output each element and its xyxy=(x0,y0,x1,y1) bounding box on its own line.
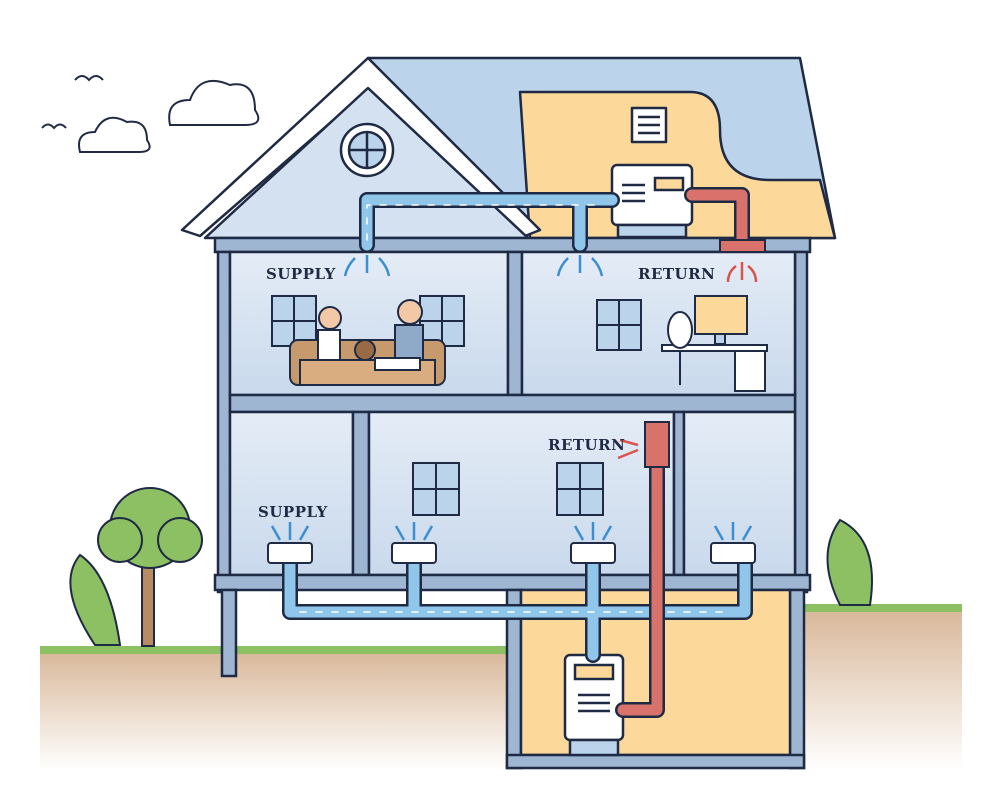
supply-ducts xyxy=(282,192,753,663)
return-airflow-arrows xyxy=(617,262,758,460)
round-attic-window xyxy=(339,122,395,178)
upper-supply-label: SUPPLY xyxy=(266,265,336,283)
sofa-with-family xyxy=(289,299,446,386)
ground xyxy=(40,604,962,770)
basement-hvac-unit xyxy=(563,653,625,757)
clouds xyxy=(41,75,260,153)
supply-airflow-arrows xyxy=(270,255,753,541)
tree xyxy=(69,487,873,647)
office-desk xyxy=(661,295,768,392)
upper-return-label: RETURN xyxy=(638,265,715,283)
floor-supply-registers xyxy=(267,542,756,564)
lower-return-grille xyxy=(644,421,670,468)
windows xyxy=(271,295,642,516)
upper-return-grille xyxy=(719,239,766,253)
return-ducts xyxy=(615,187,750,718)
lower-supply-label: SUPPLY xyxy=(258,503,328,521)
lower-return-label: RETURN xyxy=(548,436,625,454)
attic-hvac-unit xyxy=(610,163,694,239)
